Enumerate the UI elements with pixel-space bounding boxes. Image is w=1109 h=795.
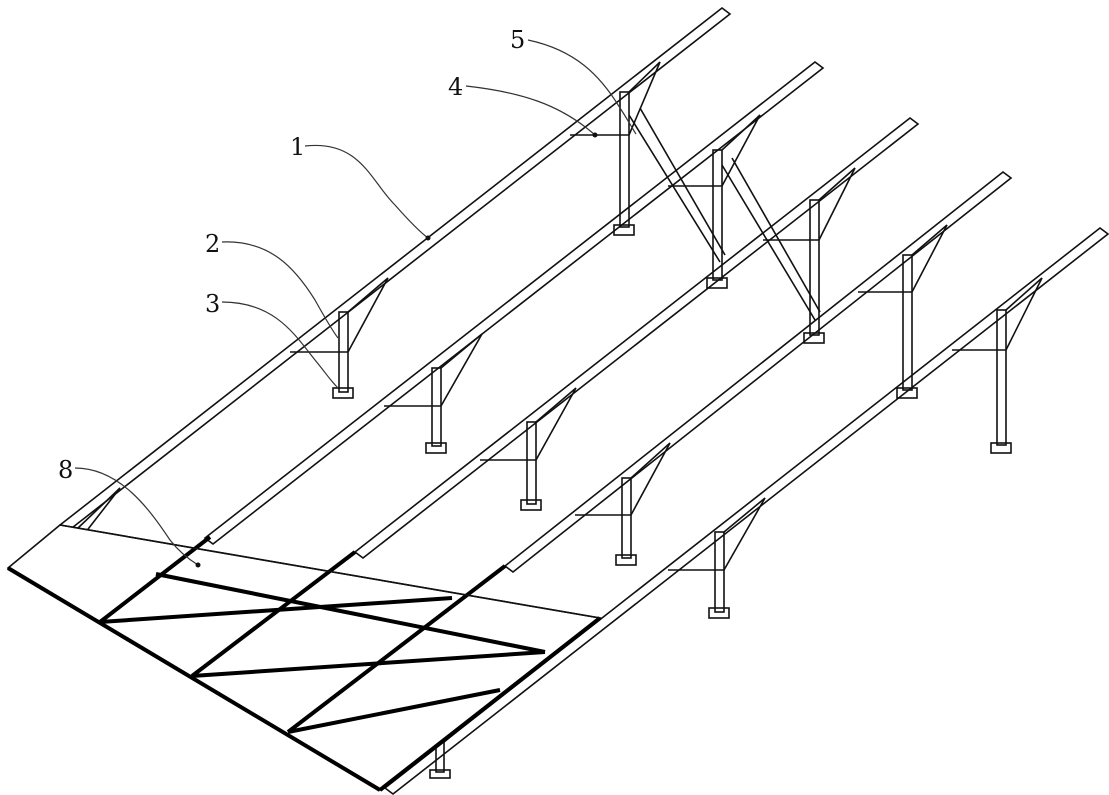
callout-5: 5	[510, 26, 525, 54]
leg-front-2	[384, 333, 483, 454]
leg-front-5	[668, 497, 766, 619]
leader-lines	[74, 39, 637, 568]
callouts: 1 2 3 4 5 8	[58, 26, 525, 484]
callout-3: 3	[205, 290, 220, 318]
leg-front-4	[575, 442, 671, 566]
leg-rear-1	[570, 61, 661, 236]
rail-5	[383, 226, 1109, 795]
rail-3	[353, 116, 920, 560]
leader-4	[465, 85, 596, 136]
leg-rear-4	[858, 224, 948, 399]
leg-low-1	[77, 487, 121, 534]
callout-2: 2	[205, 230, 220, 258]
leader-5	[527, 39, 637, 135]
leader-8	[74, 467, 199, 566]
rail-group	[58, 6, 1109, 795]
leader-1	[304, 144, 429, 239]
leg-front-1	[290, 277, 389, 399]
callout-8: 8	[58, 456, 73, 484]
leader-3	[221, 301, 339, 389]
panel-array	[6, 524, 602, 792]
leg-rear-3	[763, 167, 856, 344]
rail-4	[503, 170, 1013, 574]
cross-brace	[628, 107, 821, 321]
leg-front-3	[480, 387, 577, 511]
rail-1	[58, 6, 732, 533]
rail-2	[203, 60, 825, 546]
callout-1: 1	[290, 133, 305, 161]
leader-2	[221, 241, 339, 339]
support-legs	[77, 61, 1043, 779]
leg-rear-5	[952, 277, 1043, 454]
callout-4: 4	[448, 73, 463, 101]
